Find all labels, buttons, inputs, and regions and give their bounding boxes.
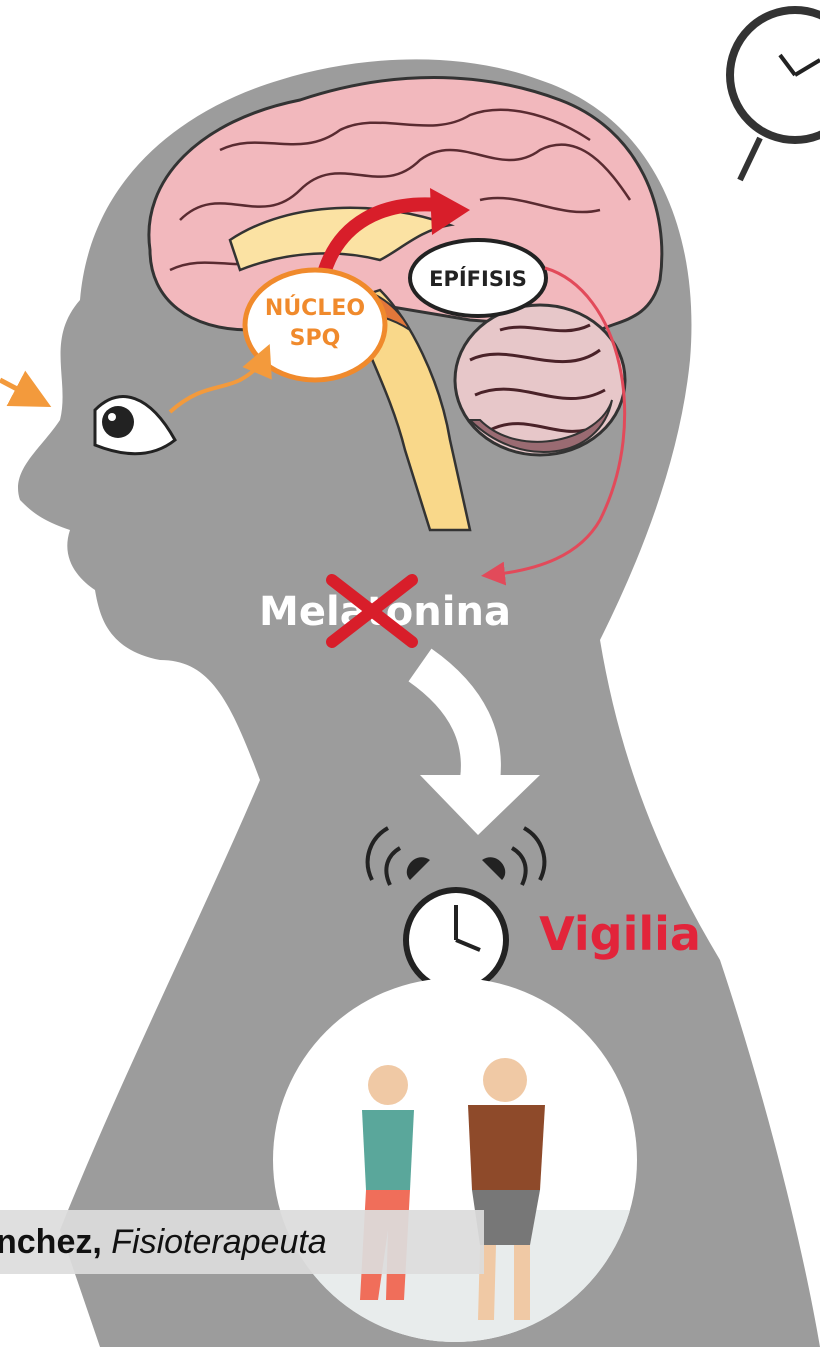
credit-name: nchez,: [0, 1223, 102, 1261]
photo-credit-caption: nchez, Fisioterapeuta: [0, 1210, 484, 1274]
credit-role: Fisioterapeuta: [111, 1223, 326, 1261]
nucleus-label-line2: SPQ: [290, 326, 341, 351]
nucleus-label-line1: NÚCLEO: [265, 295, 365, 321]
clock-icon-top: [730, 10, 820, 180]
nucleus-spq-bubble: [245, 270, 385, 380]
state-label: Vigilia: [539, 907, 701, 961]
light-arrow: [0, 380, 38, 400]
pineal-label: EPÍFISIS: [429, 266, 527, 291]
